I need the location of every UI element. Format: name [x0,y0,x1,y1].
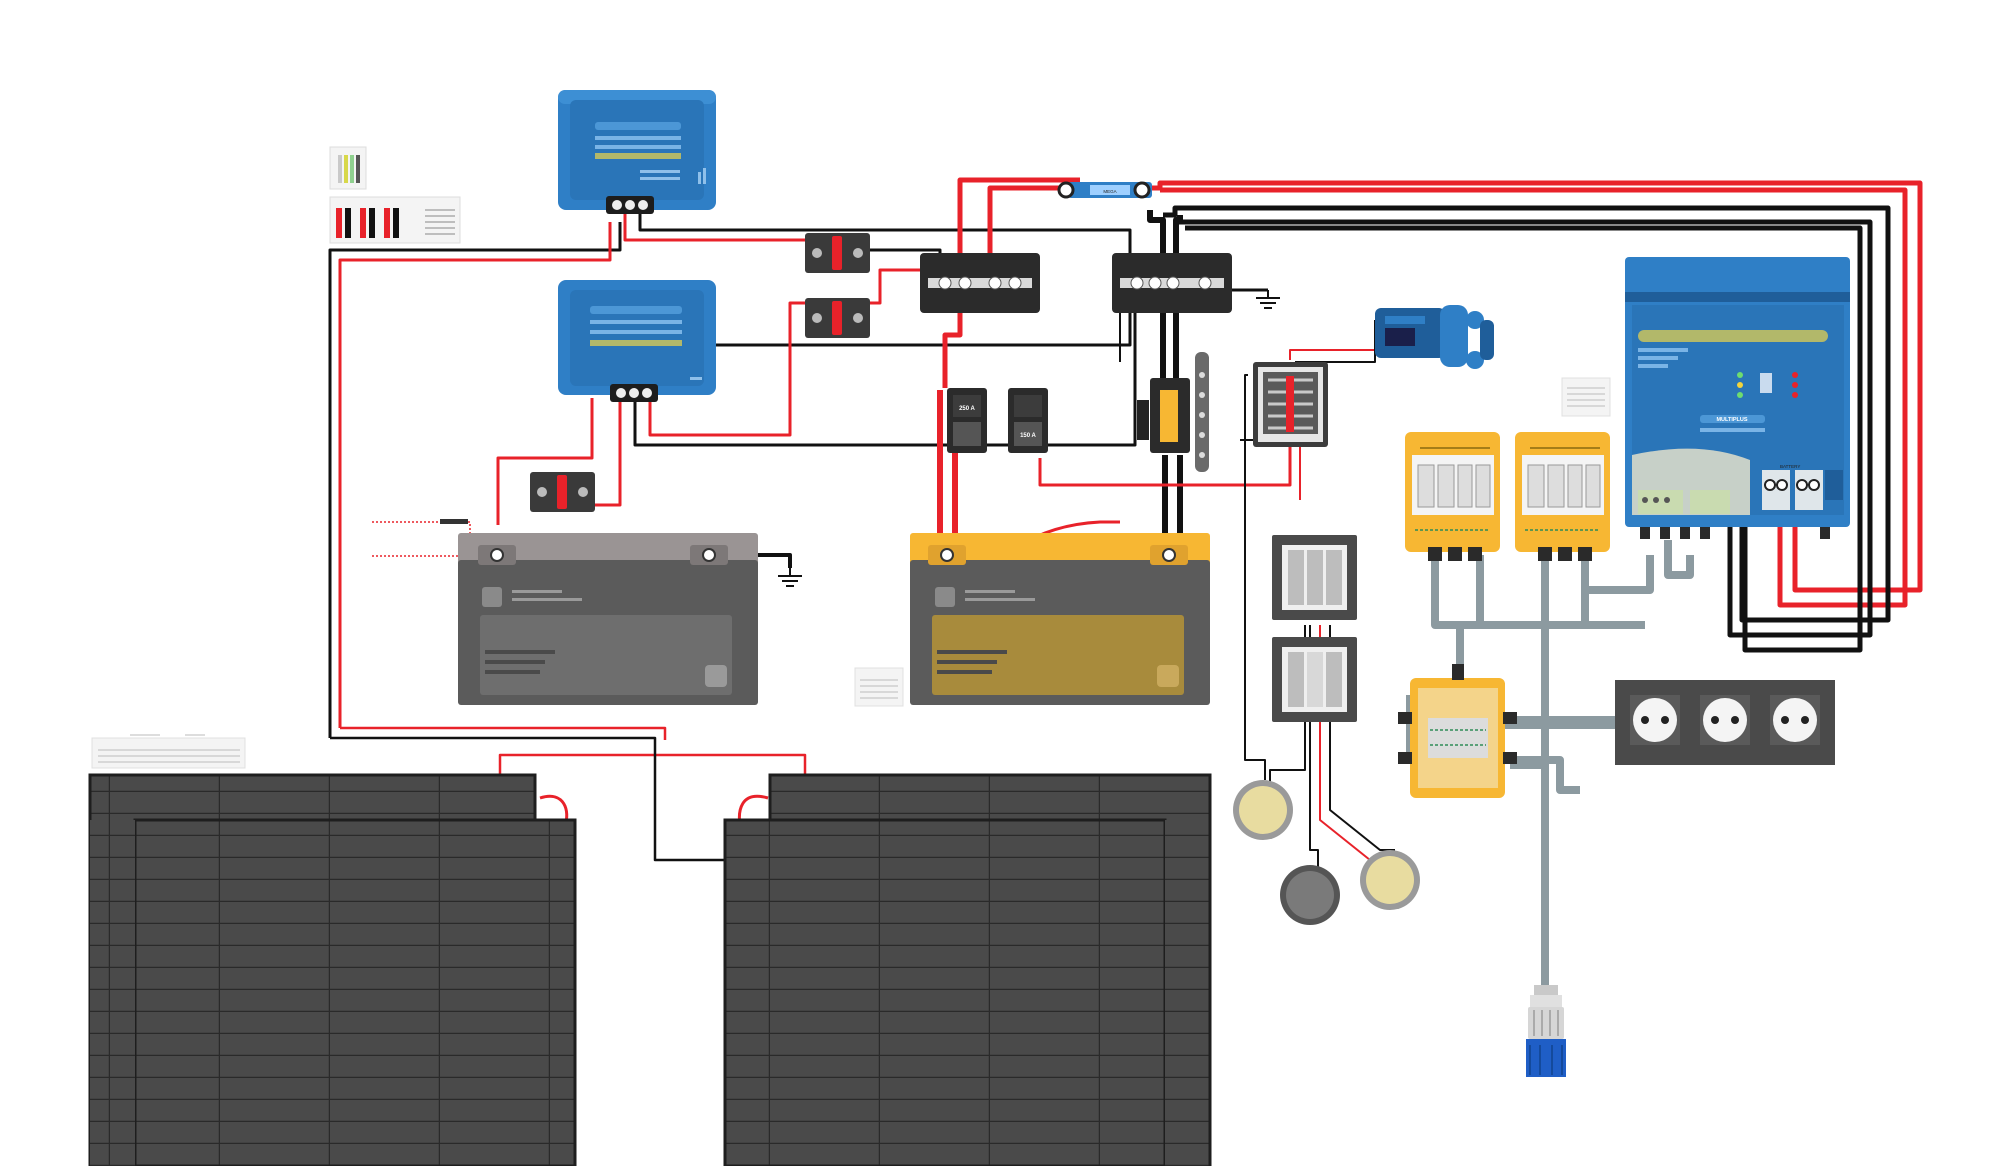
battery-info-card [854,667,904,707]
mppt-solar-charger[interactable] [558,90,716,214]
solar-panel-right-front [723,775,1212,1166]
breaker-dcdc[interactable] [805,298,870,338]
alternator-connector [440,519,468,524]
fuse-250a[interactable]: 250 A [947,388,987,453]
fuse-main-label: MEGA [1103,189,1116,194]
panel-info-card [91,734,246,769]
dc-fuse-box[interactable] [1253,362,1328,447]
starter-battery [458,533,758,705]
ground-icon [1232,288,1281,309]
lithium-battery [910,533,1210,705]
battery-terminal-label: BATTERY [1780,464,1800,469]
socket-icon [1630,695,1680,745]
lamp-icon [1233,780,1293,840]
lamp-icon [1360,850,1420,910]
ac-distribution-box-left[interactable] [1405,432,1500,561]
socket-strip [1615,680,1835,765]
water-pump-icon [1375,305,1494,369]
battery-shunt[interactable] [1137,352,1209,472]
ground-icon [777,567,803,587]
breaker-mppt[interactable] [805,233,870,273]
busbar-positive [920,253,1040,313]
multiplus-inverter[interactable]: MULTIPLUS BATTERY [1625,257,1850,539]
inverter-info-card [1561,377,1611,417]
lamp-icon [1280,865,1340,925]
fuse-150-label: 150 A [1020,433,1036,439]
shore-plug-icon [1526,985,1566,1077]
fuse-150a[interactable]: 150 A [1008,388,1048,453]
socket-icon [1700,695,1750,745]
busbar-negative [1112,253,1232,313]
ac-distribution-box-right[interactable] [1515,432,1610,561]
fuse-icon[interactable]: MEGA [1057,181,1152,199]
solar-panel-left-front [88,775,577,1166]
inverter-label: MULTIPLUS [1716,417,1747,423]
ac-junction-box[interactable] [1398,664,1517,798]
wires [328,177,1923,1000]
fuse-250-label: 250 A [959,406,975,412]
wire-gauge-legend [329,146,461,244]
socket-icon [1770,695,1820,745]
switch-panel-bottom[interactable] [1272,637,1357,722]
breaker-alternator[interactable] [530,472,595,512]
switch-panel-top[interactable] [1272,535,1357,620]
dc-dc-charger[interactable] [558,280,716,402]
